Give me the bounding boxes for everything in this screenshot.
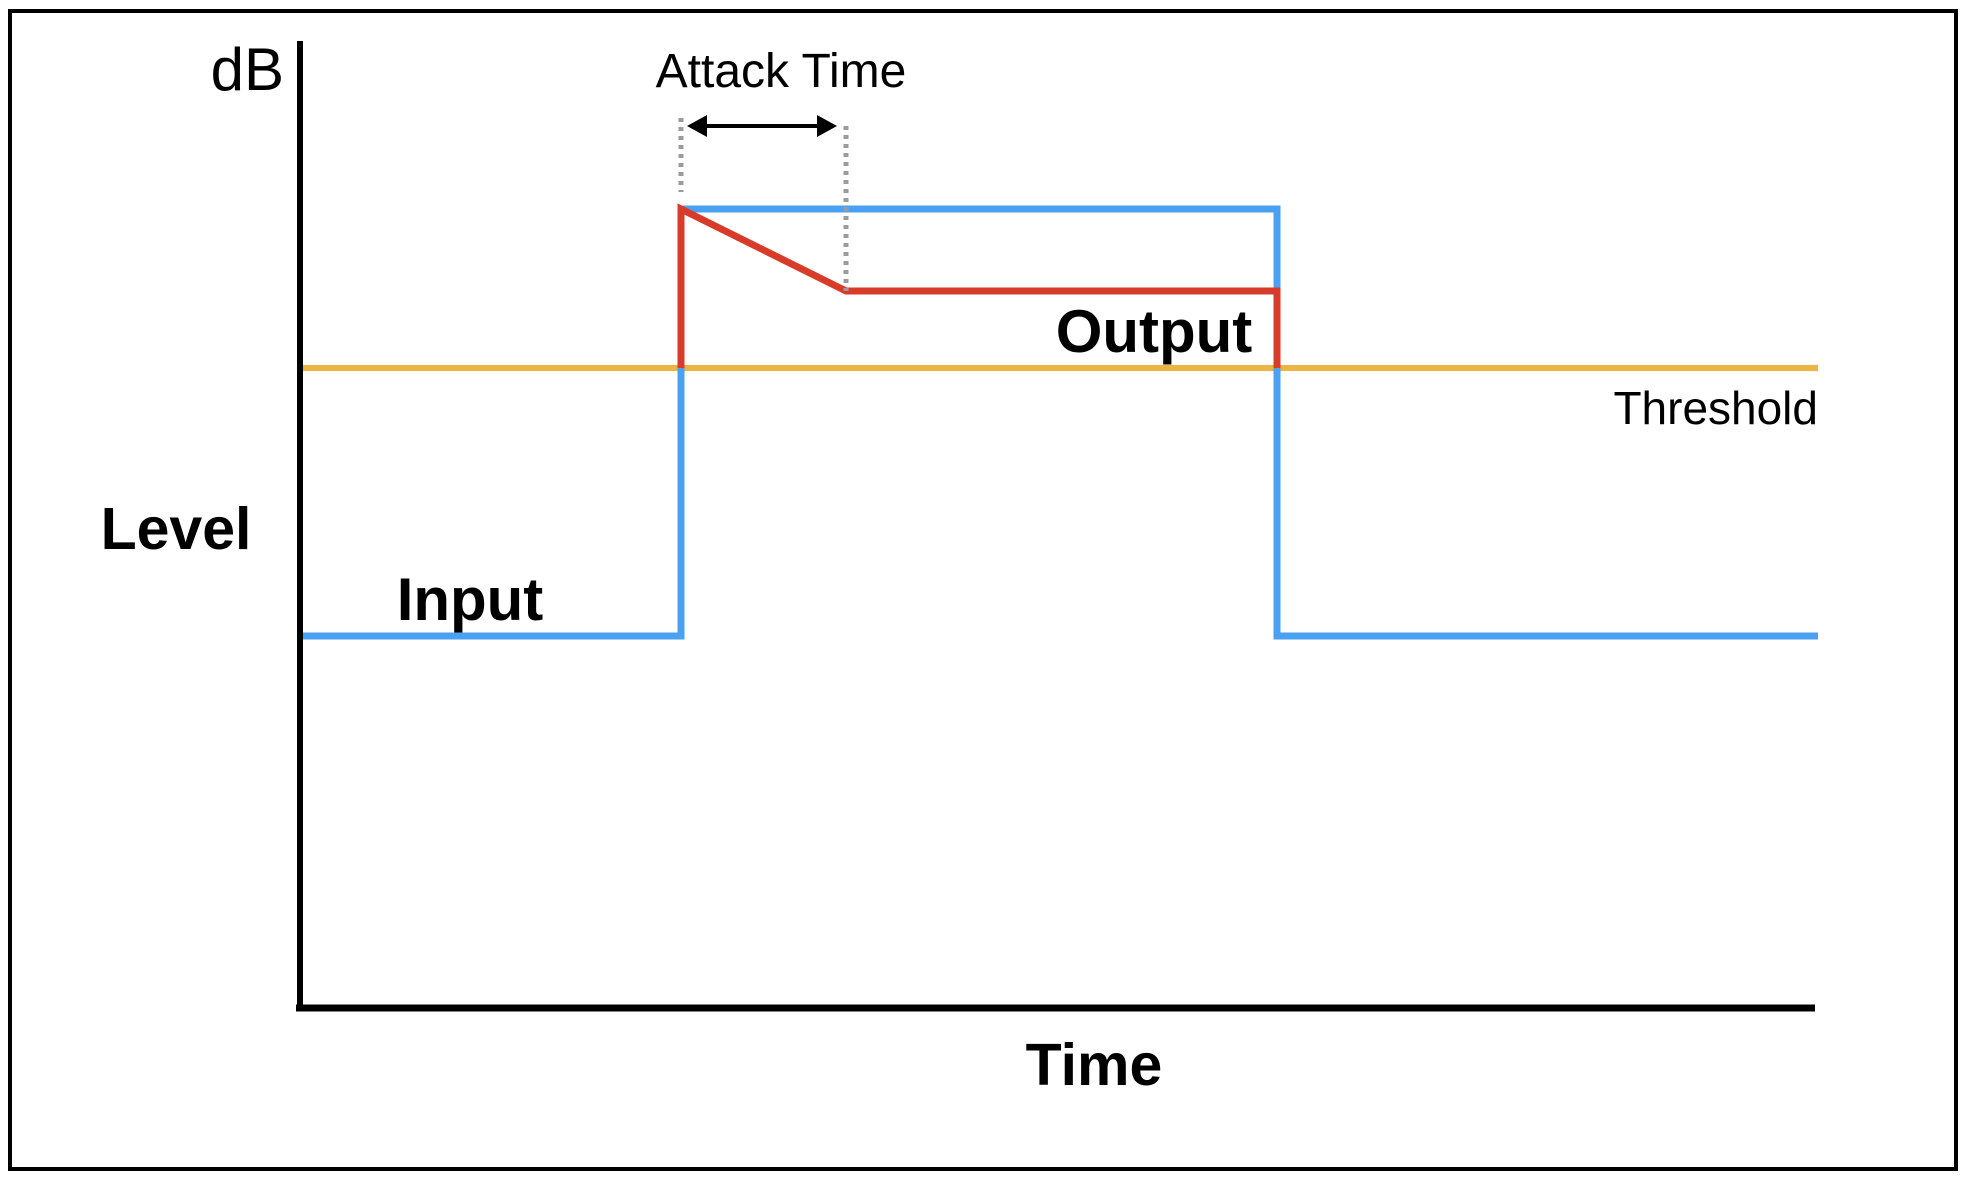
input-signal-line [302,205,1818,640]
y-axis-unit-label: dB [211,36,284,103]
threshold-label: Threshold [1613,382,1818,434]
attack-time-label: Attack Time [656,45,907,98]
y-axis-title: Level [101,496,252,562]
x-axis-title: Time [1026,1032,1163,1098]
input-series-label: Input [397,566,544,633]
output-series-label: Output [1056,298,1253,365]
attack-time-arrowhead-left-icon [687,115,707,137]
attack-time-arrowhead-right-icon [817,115,837,137]
